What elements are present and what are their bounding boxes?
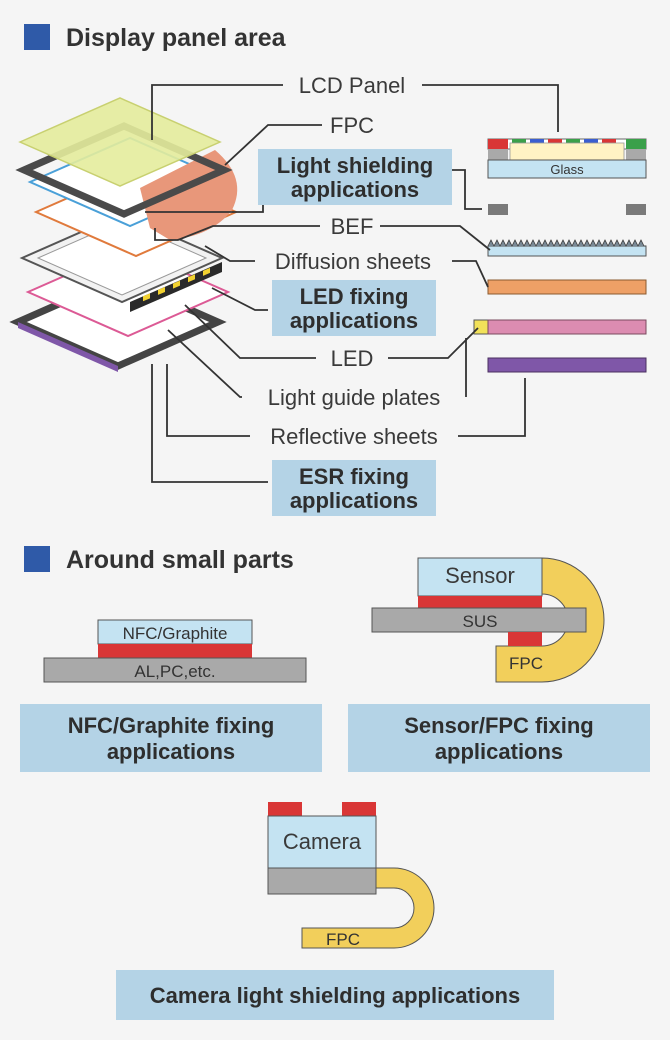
- svg-text:LED fixing: LED fixing: [300, 284, 409, 309]
- svg-text:Light shielding: Light shielding: [277, 153, 433, 178]
- svg-text:Camera light shielding applica: Camera light shielding applications: [150, 983, 520, 1008]
- lcd-panel-layer: [18, 97, 222, 187]
- app-box-nfc-fixing: NFC/Graphite fixing applications: [20, 704, 322, 772]
- app-box-esr-fixing: ESR fixing applications: [272, 460, 436, 516]
- reflective-sheet-edge: [18, 322, 118, 372]
- section-square-icon: [24, 24, 50, 50]
- led-cross-section: [473, 319, 489, 335]
- app-box-camera-shielding: Camera light shielding applications: [116, 970, 554, 1020]
- liquid-crystal: [509, 142, 625, 161]
- svg-text:applications: applications: [435, 739, 563, 764]
- exploded-layer-stack: [9, 97, 239, 372]
- led-chips: [143, 267, 210, 302]
- svg-text:ESR fixing: ESR fixing: [299, 464, 409, 489]
- label-light-guide: Light guide plates: [268, 385, 440, 410]
- glass-layer: [487, 159, 647, 179]
- diffusion-cross-section: [487, 279, 647, 295]
- shielding-tape-left: [488, 204, 508, 215]
- label-bef: BEF: [331, 214, 374, 239]
- bef-cross-section: [487, 245, 647, 257]
- label-reflective: Reflective sheets: [270, 424, 438, 449]
- label-led: LED: [331, 346, 374, 371]
- section-square-icon: [24, 546, 50, 572]
- sus-label: SUS: [463, 612, 498, 631]
- svg-text:applications: applications: [290, 488, 418, 513]
- layer-labels: LCD Panel FPC BEF Diffusion sheets LED L…: [268, 73, 440, 449]
- camera-base: [267, 867, 377, 895]
- sensor-label: Sensor: [445, 563, 515, 588]
- sensor-tape: [418, 596, 542, 608]
- color-filter-strip: [488, 139, 646, 149]
- svg-text:applications: applications: [107, 739, 235, 764]
- camera-tape-left: [268, 802, 302, 816]
- svg-text:applications: applications: [290, 308, 418, 333]
- camera-label: Camera: [283, 829, 362, 854]
- cross-section: Glass: [473, 138, 647, 373]
- label-fpc: FPC: [330, 113, 374, 138]
- shielding-tape-right: [626, 204, 646, 215]
- app-box-sensor-fixing: Sensor/FPC fixing applications: [348, 704, 650, 772]
- light-guide-cross-section: [487, 319, 647, 335]
- svg-text:NFC/Graphite fixing: NFC/Graphite fixing: [68, 713, 275, 738]
- sensor-fpc-figure: Sensor SUS FPC: [371, 557, 605, 683]
- svg-text:applications: applications: [291, 177, 419, 202]
- camera-fpc-flex: [301, 867, 435, 949]
- nfc-tape: [98, 644, 252, 658]
- reflective-cross-section: [487, 357, 647, 373]
- section-title-small-parts: Around small parts: [66, 546, 294, 574]
- bef-prism: [487, 239, 646, 247]
- section-header-display: Display panel area: [24, 24, 287, 52]
- substrate-label: AL,PC,etc.: [134, 662, 215, 681]
- nfc-graphite-label: NFC/Graphite: [123, 624, 228, 643]
- section-header-small-parts: Around small parts: [24, 546, 294, 574]
- app-box-light-shielding: Light shielding applications: [258, 149, 452, 205]
- nfc-graphite-figure: NFC/Graphite AL,PC,etc.: [43, 619, 307, 683]
- camera-figure: Camera FPC: [267, 802, 435, 949]
- sensor-fpc-label: FPC: [509, 654, 543, 673]
- label-diffusion: Diffusion sheets: [275, 249, 431, 274]
- svg-text:Sensor/FPC fixing: Sensor/FPC fixing: [404, 713, 593, 738]
- app-box-led-fixing: LED fixing applications: [272, 280, 436, 336]
- section-title-display: Display panel area: [66, 24, 287, 52]
- label-lcd-panel: LCD Panel: [299, 73, 405, 98]
- fpc-tape: [508, 632, 542, 646]
- camera-fpc-label: FPC: [326, 930, 360, 949]
- glass-label: Glass: [550, 162, 584, 177]
- camera-tape-right: [342, 802, 376, 816]
